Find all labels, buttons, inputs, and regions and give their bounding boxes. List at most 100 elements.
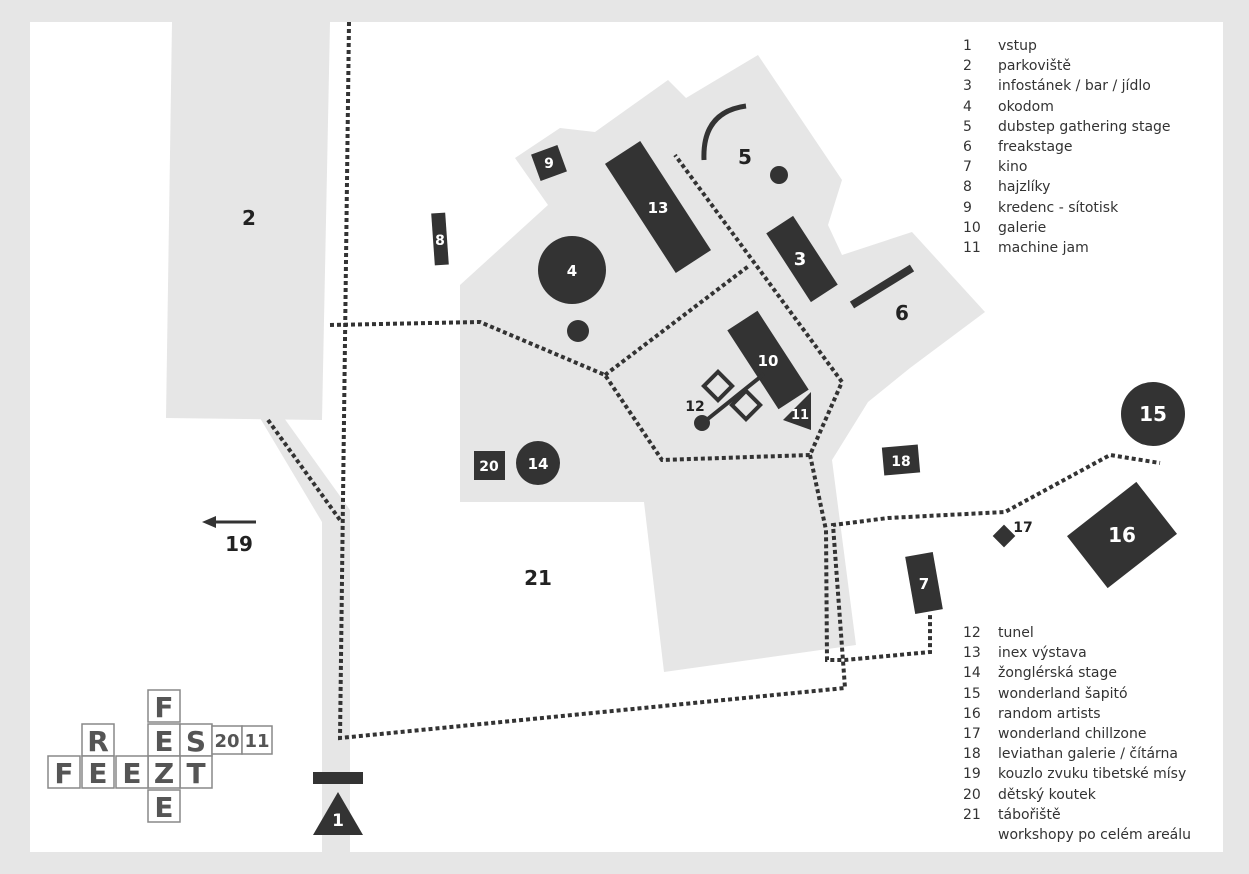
footpaths [266, 21, 1161, 741]
legend-label: tunel [998, 625, 1034, 641]
legend-number: 6 [963, 138, 972, 155]
legend-label: workshopy po celém areálu [998, 826, 1192, 843]
legend-label: leviathan galerie / čítárna [998, 746, 1178, 763]
legend-item: 15 wonderland šapitó [963, 684, 1191, 704]
arrow-19-icon [202, 516, 216, 528]
entrance-gate [313, 772, 363, 784]
marker-20[interactable] [474, 451, 505, 480]
access-road [260, 418, 350, 852]
freeze-fest-logo: F R E S T F E E Z E 20 11 [47, 689, 273, 824]
parking-area [166, 22, 330, 420]
legend-label: hajzlíky [998, 179, 1051, 196]
legend-label: inex výstava [998, 645, 1087, 662]
marker-12-dot [694, 415, 710, 431]
marker-3[interactable]: 3 [766, 215, 838, 303]
legend-number: 14 [963, 665, 981, 682]
logo-letter-e1: E [154, 725, 173, 758]
legend-label: galerie [998, 219, 1047, 236]
legend-label: random artists [998, 705, 1101, 722]
legend-label: wonderland chillzone [998, 725, 1147, 742]
logo-letter-e4: E [154, 791, 173, 824]
label-18: 18 [891, 454, 910, 470]
logo-letter-s: S [186, 725, 206, 758]
legend-item: 6 freakstage [963, 137, 1171, 157]
legend-number: 3 [963, 78, 972, 95]
marker-12[interactable] [701, 369, 766, 424]
logo-letter-t: T [186, 757, 205, 790]
label-17: 17 [1013, 520, 1032, 536]
marker-14[interactable] [516, 441, 560, 485]
label-4: 4 [567, 262, 577, 280]
label-19: 19 [225, 532, 253, 556]
legend-item: 20 dětský koutek [963, 785, 1191, 805]
label-13: 13 [648, 199, 669, 217]
label-2: 2 [242, 206, 256, 230]
marker-5[interactable] [770, 166, 788, 184]
legend-item: 13 inex výstava [963, 643, 1191, 663]
legend-item: 3 infostánek / bar / jídlo [963, 76, 1171, 96]
legend-number: 11 [963, 239, 981, 256]
legend-item: 10 galerie [963, 218, 1171, 238]
legend-number: 1 [963, 38, 972, 54]
logo-year-11: 11 [244, 731, 269, 752]
legend-label: dětský koutek [998, 786, 1096, 803]
marker-4[interactable] [538, 236, 606, 304]
label-5: 5 [738, 145, 752, 169]
legend-item: 19 kouzlo zvuku tibetské mísy [963, 764, 1191, 784]
legend-label: parkoviště [998, 58, 1071, 75]
marker-7[interactable]: 7 [905, 552, 943, 614]
legend-number: 13 [963, 645, 981, 662]
legend-number: 20 [963, 786, 981, 803]
legend-number: 9 [963, 199, 972, 216]
marker-1[interactable] [313, 792, 363, 835]
legend-number [963, 825, 998, 845]
legend-label: freakstage [998, 138, 1073, 155]
marker-15[interactable] [1121, 382, 1185, 446]
logo-letter-z: Z [154, 757, 174, 790]
legend-number: 15 [963, 685, 981, 702]
label-8: 8 [435, 233, 445, 249]
marker-16[interactable]: 16 [1067, 481, 1177, 589]
logo-letter-e2: E [88, 757, 107, 790]
marker-10[interactable]: 10 [727, 310, 809, 410]
legend-number: 10 [963, 219, 981, 236]
legend-label: infostánek / bar / jídlo [998, 78, 1151, 95]
legend-label: machine jam [998, 239, 1089, 256]
legend-label: wonderland šapitó [998, 685, 1128, 702]
legend-label: žonglérská stage [998, 665, 1117, 682]
label-21: 21 [524, 566, 552, 590]
legend-label: okodom [998, 98, 1054, 115]
label-20: 20 [479, 459, 499, 475]
logo-letter-f1: F [154, 691, 173, 724]
marker-18[interactable]: 18 [881, 444, 921, 476]
marker-9[interactable]: 9 [531, 145, 567, 181]
legend-number: 19 [963, 766, 981, 783]
marker-13[interactable]: 13 [604, 141, 712, 273]
marker-6[interactable] [849, 264, 915, 309]
legend-item: 11 machine jam [963, 238, 1171, 258]
label-10: 10 [758, 352, 779, 370]
marker-11[interactable] [783, 392, 811, 430]
label-6: 6 [895, 301, 909, 325]
logo-letter-r: R [87, 725, 109, 758]
legend-label: tábořiště [998, 806, 1061, 823]
legend-number: 18 [963, 746, 981, 763]
legend-label: kino [998, 159, 1028, 176]
legend-item: 18 leviathan galerie / čítárna [963, 744, 1191, 764]
marker-8[interactable]: 8 [431, 212, 449, 266]
legend-label: vstup [998, 38, 1037, 54]
legend-item: 14 žonglérská stage [963, 663, 1191, 683]
label-15: 15 [1139, 402, 1167, 426]
marker-4-dot [567, 320, 589, 342]
legend-label: kouzlo zvuku tibetské mísy [998, 766, 1187, 783]
